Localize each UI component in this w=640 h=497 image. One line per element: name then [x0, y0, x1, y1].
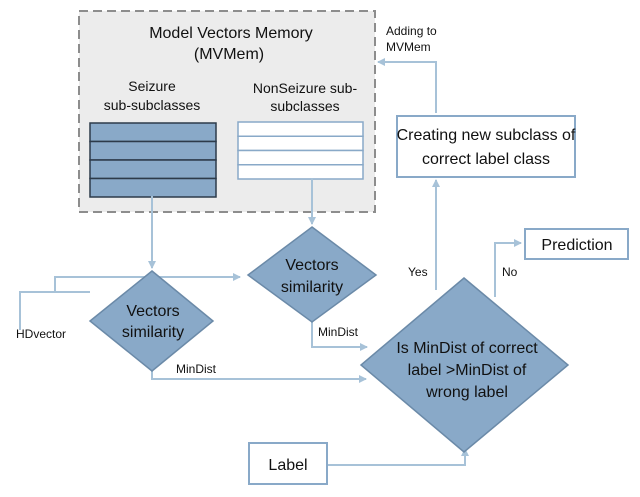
seizure-vector-row-1: [89, 122, 217, 143]
decision-line1: Is MinDist of correct: [396, 340, 538, 357]
create-subclass-box: [396, 115, 576, 178]
mindist-lower-label: MinDist: [176, 362, 217, 376]
seizure-vector-stack: [89, 122, 217, 198]
nonseizure-vector-row-3: [237, 149, 364, 166]
mindist-upper-label: MinDist: [318, 325, 359, 339]
left-similarity-diamond: [88, 270, 215, 372]
nonseizure-vector-stack: [237, 121, 364, 180]
seizure-vector-row-2: [89, 140, 217, 161]
nonseizure-vector-row-1: [237, 121, 364, 137]
hdvector-label: HDvector: [16, 327, 66, 341]
seizure-label-line1: Seizure: [128, 78, 176, 94]
label-box-text: Label: [268, 457, 307, 474]
nonseizure-label-line2: subclasses: [270, 98, 339, 114]
arrow-adding-to-mvmem: [377, 58, 437, 113]
seizure-vector-row-4: [89, 177, 217, 198]
mvmem-title-line2: (MVMem): [194, 46, 264, 63]
no-label: No: [502, 265, 518, 279]
decision-diamond: [359, 277, 570, 453]
mvmem-box: Model Vectors Memory (MVMem) Seizure sub…: [78, 10, 376, 213]
prediction-label: Prediction: [541, 237, 612, 254]
seizure-vector-row-3: [89, 159, 217, 180]
seizure-label-line2: sub-subclasses: [104, 97, 201, 113]
mvmem-title-line1: Model Vectors Memory: [149, 25, 313, 42]
right-similarity-line2: similarity: [281, 279, 343, 296]
line-hdvector-to-left-similarity: [19, 291, 90, 330]
create-subclass-line1: Creating new subclass of: [397, 127, 576, 144]
connectors: [19, 58, 522, 466]
decision-line2: label >MinDist of: [408, 362, 527, 379]
nonseizure-vector-row-2: [237, 135, 364, 152]
arrow-lower-mindist: [151, 371, 367, 383]
right-similarity-line1: Vectors: [285, 257, 338, 274]
decision-line3: wrong label: [425, 384, 508, 401]
label-box: [248, 442, 328, 485]
nonseizure-vector-row-4: [237, 164, 364, 180]
adding-label-line1: Adding to: [386, 24, 437, 38]
create-subclass-line2: correct label class: [422, 151, 550, 168]
prediction-box: [524, 228, 629, 260]
left-similarity-line2: similarity: [122, 324, 184, 341]
arrow-label-to-decision: [327, 448, 469, 466]
arrow-no-to-prediction: [494, 239, 522, 297]
nonseizure-label-line1: NonSeizure sub-: [253, 80, 358, 96]
arrow-hdvector-to-right-similarity: [54, 273, 241, 292]
right-similarity-diamond: [246, 226, 378, 323]
adding-label-line2: MVMem: [386, 40, 431, 54]
yes-label: Yes: [408, 265, 428, 279]
arrow-upper-mindist: [311, 322, 368, 351]
left-similarity-line1: Vectors: [126, 303, 179, 320]
